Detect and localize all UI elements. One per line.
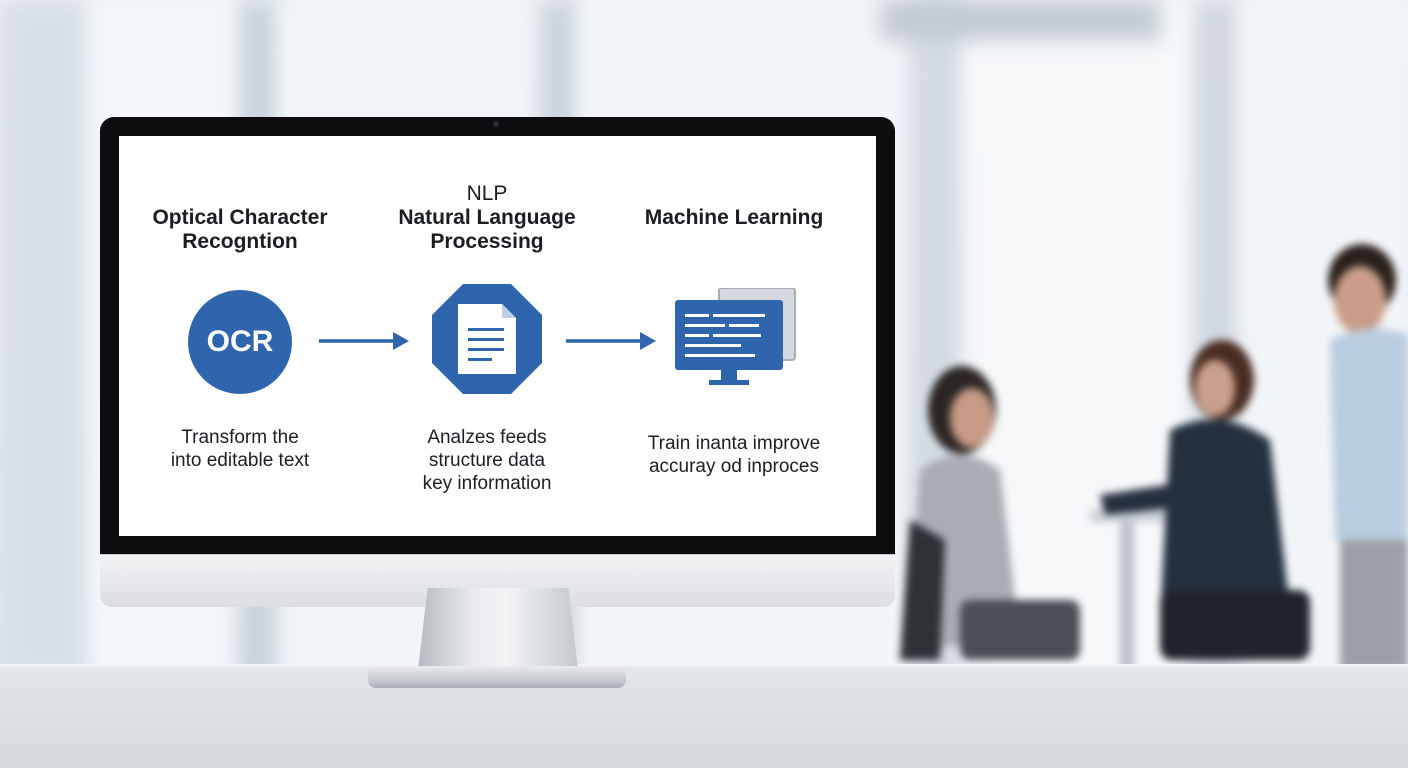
- heading-line: NLP: [466, 182, 508, 205]
- description-line: into editable text: [170, 450, 310, 471]
- monitor-stand-base: [368, 666, 626, 688]
- monitor-screen: Optical Character Recogntion OCR Transfo…: [119, 136, 876, 536]
- monitor-stand-neck: [418, 588, 578, 670]
- description-line: Analzes feeds: [427, 427, 547, 448]
- description-line: Transform the: [181, 427, 299, 448]
- step-ocr-heading: Optical Character Recogntion: [140, 206, 340, 254]
- ocr-badge-label: OCR: [206, 325, 274, 358]
- desktop-monitor: Optical Character Recogntion OCR Transfo…: [100, 117, 895, 607]
- arrow-right-icon: [566, 332, 656, 350]
- desk-surface: [0, 668, 1408, 768]
- heading-line: Optical Character: [152, 206, 328, 229]
- description-line: structure data: [428, 450, 546, 471]
- heading-line: Recogntion: [182, 230, 298, 253]
- computer-monitor-icon: [675, 288, 796, 385]
- ceiling-light: [880, 0, 1160, 40]
- heading-line: Processing: [430, 230, 544, 253]
- window-column: [0, 0, 90, 680]
- description-line: accuray od inproces: [648, 456, 820, 477]
- document-octagon-icon: [432, 284, 542, 394]
- heading-line: Machine Learning: [644, 206, 824, 229]
- description-line: key information: [422, 473, 552, 494]
- webcam-icon: [493, 121, 499, 127]
- step-nlp-description: Analzes feeds structure data key informa…: [377, 426, 597, 495]
- ocr-circle-icon: OCR: [188, 290, 292, 394]
- step-nlp-heading: NLP Natural Language Processing: [377, 182, 597, 254]
- heading-line: Natural Language: [398, 206, 576, 229]
- description-line: Train inanta improve: [647, 433, 821, 454]
- arrow-right-icon: [319, 332, 409, 350]
- step-ml-description: Train inanta improve accuray od inproces: [624, 432, 844, 478]
- step-ocr-description: Transform the into editable text: [140, 426, 340, 472]
- step-ml-heading: Machine Learning: [624, 206, 844, 230]
